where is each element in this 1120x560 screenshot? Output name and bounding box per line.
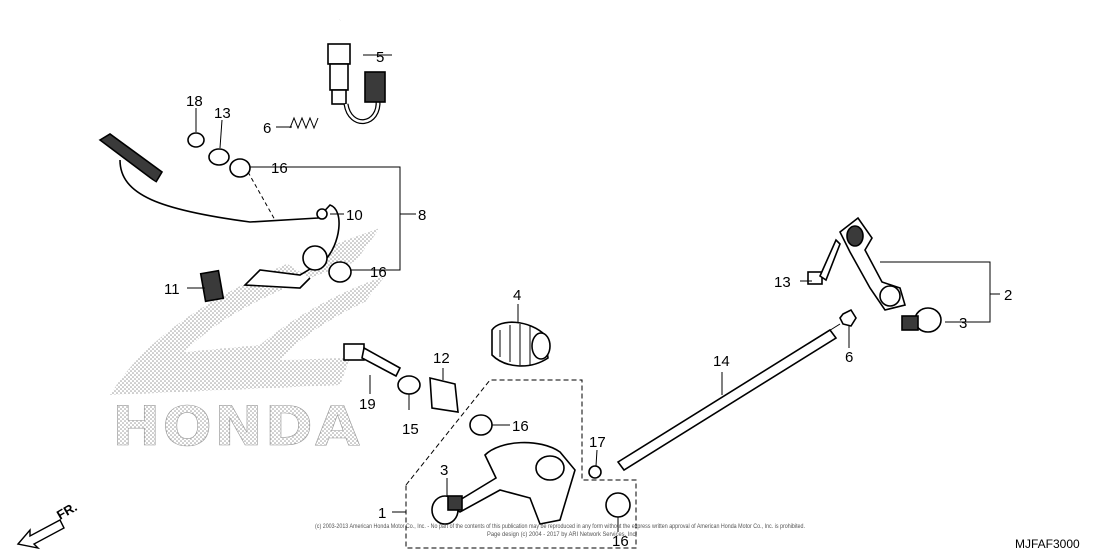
part-12-washer — [208, 148, 230, 166]
part-16-seal-top — [229, 158, 251, 178]
callout-16-top: 16 — [271, 160, 288, 177]
honda-brand-watermark: HONDA — [112, 395, 362, 458]
callout-4: 4 — [513, 287, 521, 304]
callout-8: 8 — [418, 207, 426, 224]
callout-18: 18 — [186, 93, 203, 110]
copyright-line-2: Page design (c) 2004 - 2017 by ARI Netwo… — [487, 532, 637, 538]
front-direction-label: FR. — [54, 499, 80, 522]
callout-7: 6 — [845, 349, 853, 366]
front-direction-arrow: FR. — [16, 499, 80, 550]
part-16-seal-pedal — [328, 261, 352, 283]
part-3-joint-right — [901, 307, 942, 333]
part-2-shift-arm — [838, 216, 907, 311]
part-16-seal-bottom — [605, 492, 631, 518]
callout-15: 15 — [402, 421, 419, 438]
part-11-collar — [429, 376, 459, 413]
callout-6: 6 — [263, 120, 271, 137]
part-10-pad — [199, 269, 225, 303]
part-18-ring — [187, 132, 205, 148]
callout-9: 10 — [346, 207, 363, 224]
part-16-seal-mid — [469, 414, 493, 436]
part-19-bolt — [343, 343, 402, 378]
part-13-bolt — [807, 238, 841, 285]
callout-3-right: 3 — [959, 315, 967, 332]
callout-14: 14 — [713, 353, 730, 370]
copyright-line-1: (c) 2003-2013 American Honda Motor Co., … — [315, 524, 805, 530]
callout-13: 13 — [774, 274, 791, 291]
callout-1: 1 — [378, 505, 386, 522]
part-17-nut — [588, 465, 602, 479]
honda-wing-watermark — [110, 228, 385, 395]
part-15-washer — [397, 375, 421, 395]
callout-10: 11 — [164, 281, 180, 298]
callout-12: 13 — [214, 105, 231, 122]
part-6-spring — [289, 116, 319, 130]
callout-11: 12 — [433, 350, 450, 367]
callout-17: 17 — [589, 434, 606, 451]
diagram-code: MJFAF3000 — [1015, 537, 1080, 551]
callout-19: 19 — [359, 396, 376, 413]
part-14-shift-rod — [616, 323, 841, 472]
part-5-sensor — [327, 17, 386, 124]
leader-lines — [187, 54, 1000, 549]
callout-16-bottom: 16 — [612, 533, 629, 550]
callout-3-bottom: 3 — [440, 462, 448, 479]
callout-16-pedal: 16 — [370, 264, 387, 281]
part-7-nut — [839, 308, 857, 327]
part-4-boot — [491, 321, 551, 367]
brake-pedal — [98, 133, 340, 289]
callout-2: 2 — [1004, 287, 1012, 304]
callout-5: 5 — [376, 49, 384, 66]
callout-labels: 5 6 18 13 16 10 8 16 11 4 12 19 15 16 14… — [164, 49, 1012, 550]
callout-16-mid: 16 — [512, 418, 529, 435]
part-1-shift-arm — [431, 441, 576, 525]
